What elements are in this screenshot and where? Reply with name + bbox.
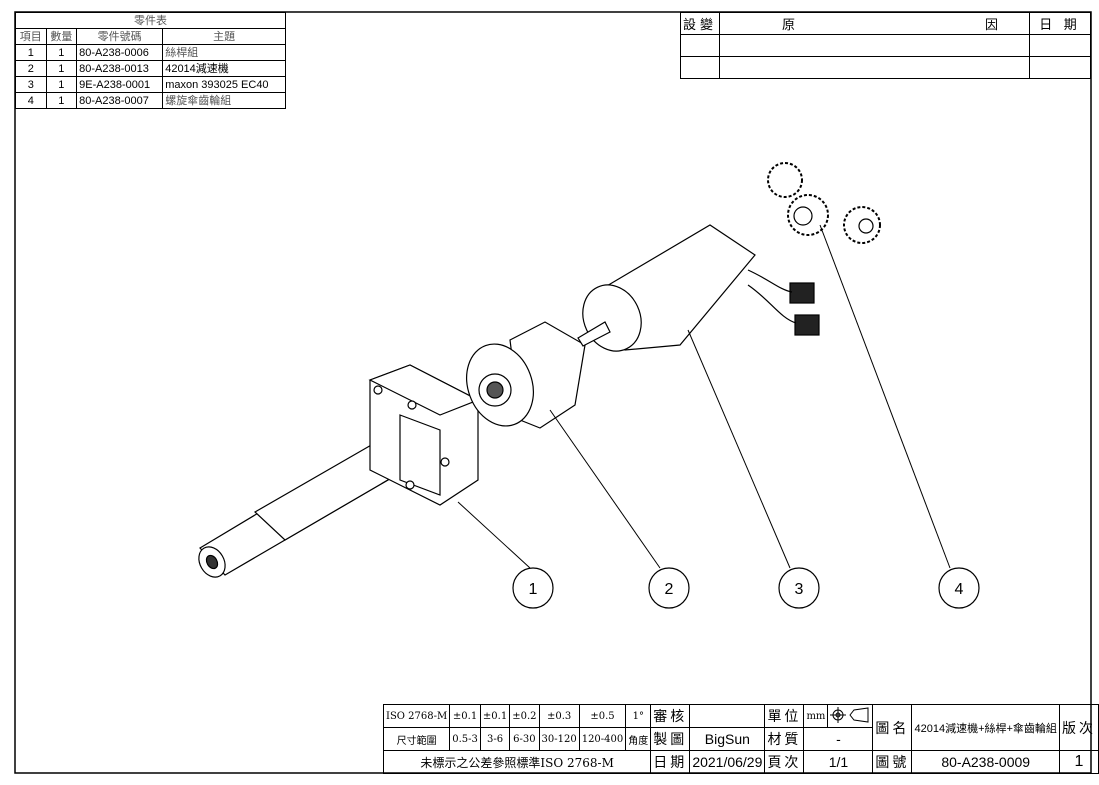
drawing-name: 42014減速機+絲桿+傘齒輪組 (911, 704, 1060, 751)
name-label: 圖名 (872, 704, 913, 751)
cell (719, 34, 1031, 57)
tol: ±0.1 (479, 704, 511, 728)
drawing-number: 80-A238-0009 (911, 750, 1060, 774)
leader-lines (457, 224, 951, 569)
rev-label: 版次 (1059, 704, 1099, 751)
tol: ±0.5 (578, 704, 627, 728)
cell: 80-A238-0006 (76, 44, 164, 61)
rev-row (679, 34, 1091, 57)
cell: 3 (15, 76, 47, 93)
cell: 80-A238-0007 (76, 92, 164, 109)
unit-label: 單位 (764, 704, 805, 728)
cell: 1 (15, 44, 47, 61)
range: 30-120 (538, 727, 580, 751)
title-block: ISO 2768-M ±0.1 ±0.1 ±0.2 ±0.3 ±0.5 1° 審… (382, 704, 1099, 774)
cell (679, 34, 721, 57)
cell: 1 (45, 76, 78, 93)
angle-label: 角度 (625, 727, 652, 751)
cell: 1 (45, 92, 78, 109)
range: 120-400 (578, 727, 627, 751)
rev-header: 設變 (679, 12, 721, 35)
cell (1029, 56, 1091, 79)
tol-std: ISO 2768-M (382, 704, 451, 728)
cell: 42014減速機 (162, 60, 286, 77)
review-label: 審核 (650, 704, 691, 728)
drawn-label: 製圖 (650, 727, 691, 751)
material-value: - (803, 727, 874, 751)
balloon-3 (778, 567, 820, 609)
balloon-label: 2 (665, 581, 674, 598)
balloon-label: 4 (955, 581, 964, 598)
cell: 80-A238-0013 (76, 60, 164, 77)
tolerance-note: 未標示之公差參照標準ISO 2768-M (382, 750, 652, 774)
range: 3-6 (479, 727, 511, 751)
rev-header-cell: 原因 (719, 12, 1031, 35)
part-gearbox (466, 321, 586, 429)
cell (1029, 34, 1091, 57)
revision-value: 1 (1059, 750, 1099, 774)
rev-header: 原 (782, 17, 796, 32)
rev-header: 因 (985, 17, 999, 32)
review-value (689, 704, 766, 728)
bom-title: 零件表 (15, 12, 286, 29)
cell: 2 (15, 60, 47, 77)
cell: maxon 393025 EC40 (162, 76, 286, 93)
cell: 1 (45, 60, 78, 77)
range-label: 尺寸範圍 (382, 727, 451, 751)
number-label: 圖號 (872, 750, 913, 774)
range: 6-30 (509, 727, 540, 751)
part-lead-screw (198, 364, 480, 578)
balloon-label: 1 (529, 581, 538, 598)
projection-symbol-icon (827, 704, 874, 728)
part-bevel-gears (767, 162, 881, 244)
bom-header: 項目 (15, 28, 47, 45)
cell: 1 (45, 44, 78, 61)
part-motor (577, 224, 820, 352)
balloon-1 (512, 567, 554, 609)
material-label: 材質 (764, 727, 805, 751)
page-value: 1/1 (803, 750, 874, 774)
date-value: 2021/06/29 (689, 750, 766, 774)
tol: ±0.3 (538, 704, 580, 728)
balloon-label: 3 (795, 581, 804, 598)
balloon-2 (648, 567, 690, 609)
drawn-value: BigSun (689, 727, 766, 751)
bom-header: 零件號碼 (76, 28, 164, 45)
rev-header: 日 期 (1029, 12, 1091, 35)
balloon-4 (938, 567, 980, 609)
cell: 絲桿組 (162, 44, 286, 61)
cell: 9E-A238-0001 (76, 76, 164, 93)
cell (679, 56, 721, 79)
tol-angle: 1° (625, 704, 652, 728)
cell: 4 (15, 92, 47, 109)
cell (719, 56, 1031, 79)
tol: ±0.2 (509, 704, 540, 728)
bom-header: 主題 (162, 28, 286, 45)
page-label: 頁次 (764, 750, 805, 774)
tol: ±0.1 (449, 704, 481, 728)
bom-header: 數量 (45, 28, 78, 45)
revision-table: 設變 原因 日 期 (679, 12, 1091, 79)
date-label: 日期 (650, 750, 691, 774)
cell: 螺旋傘齒輪組 (162, 92, 286, 109)
rev-row (679, 56, 1091, 79)
unit-value: mm (803, 704, 829, 728)
range: 0.5-3 (449, 727, 481, 751)
